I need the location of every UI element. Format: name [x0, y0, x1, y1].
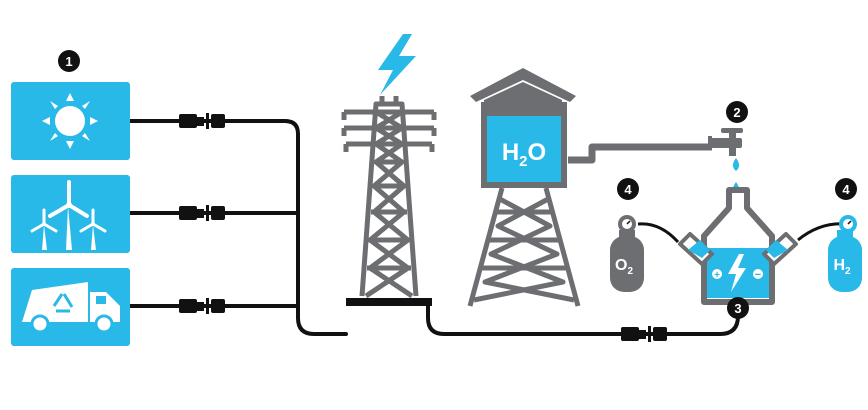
lightning-bolt-icon	[378, 34, 416, 95]
step-badge-2: 2	[726, 101, 748, 123]
step-badge-1: 1	[58, 50, 80, 72]
svg-text:4: 4	[842, 182, 850, 197]
svg-text:−: −	[755, 269, 761, 281]
source-solar-box	[11, 82, 130, 160]
plug-icon	[621, 326, 667, 342]
power-pylon	[341, 96, 437, 299]
gas-tube-left	[678, 232, 714, 266]
lightning-bolt-icon	[728, 254, 746, 292]
svg-text:2: 2	[733, 105, 740, 120]
wind-turbine-icon	[30, 180, 107, 250]
electrolyzer-flask: + −	[701, 187, 775, 305]
sun-icon	[42, 93, 98, 149]
plug-icon	[179, 205, 225, 221]
water-tap-icon	[708, 128, 743, 156]
oxygen-tank	[610, 215, 644, 292]
water-tower	[467, 68, 581, 307]
step-badge-3: 3	[727, 297, 749, 319]
oxygen-label: O2	[615, 257, 633, 277]
svg-text:1: 1	[65, 54, 72, 69]
pylon-base	[346, 298, 432, 306]
svg-text:+: +	[714, 270, 720, 281]
water-pipe	[568, 143, 712, 164]
step-badge-4-right: 4	[835, 178, 857, 200]
plug-icon	[179, 298, 225, 314]
source-wind-box	[11, 175, 130, 253]
source-waste-box	[11, 268, 130, 346]
gas-tube-right	[762, 232, 798, 266]
hydrogen-label: H2	[833, 257, 851, 277]
water-tower-label: H2O	[502, 139, 546, 170]
svg-text:4: 4	[624, 182, 632, 197]
hydrogen-tank	[828, 215, 862, 292]
plug-icon	[179, 113, 225, 129]
svg-text:3: 3	[734, 301, 741, 316]
recycling-truck-icon	[22, 282, 120, 334]
step-badge-4-left: 4	[617, 178, 639, 200]
